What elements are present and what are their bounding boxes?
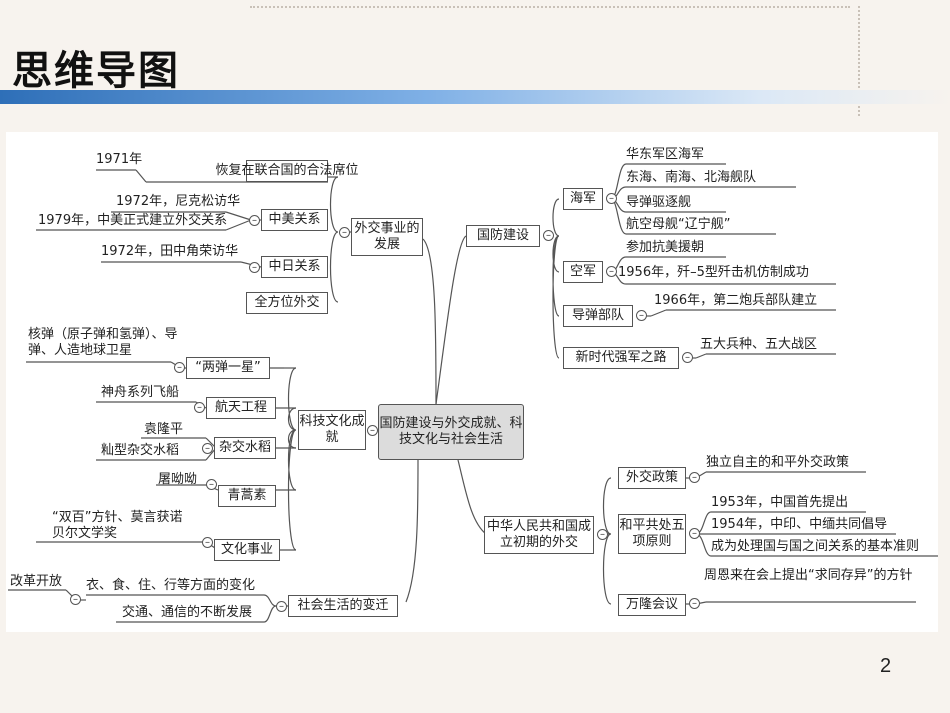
leaf-qinghao: 屠呦呦 <box>158 472 198 487</box>
collapse-icon[interactable]: – <box>202 537 213 548</box>
collapse-icon[interactable]: – <box>606 266 617 277</box>
collapse-icon[interactable]: – <box>543 230 554 241</box>
center-topic[interactable]: 国防建设与外交成就、科技文化与社会生活 <box>378 404 524 460</box>
leaf-air-2: 1956年，歼–5型歼击机仿制成功 <box>618 265 809 280</box>
leaf-japan-1: 1972年，田中角荣访华 <box>101 244 239 259</box>
node-five-principles[interactable]: 和平共处五项原则 <box>618 514 686 554</box>
collapse-icon[interactable]: – <box>636 310 647 321</box>
leaf-newera-1: 五大兵种、五大战区 <box>700 337 818 352</box>
branch-science[interactable]: 科技文化成就 <box>298 410 366 450</box>
leaf-policy: 独立自主的和平外交政策 <box>706 455 850 470</box>
collapse-icon[interactable]: – <box>339 227 350 238</box>
leaf-us-2: 1979年，中美正式建立外交关系 <box>38 213 228 228</box>
collapse-icon[interactable]: – <box>682 352 693 363</box>
leaf-space: 神舟系列飞船 <box>101 385 180 400</box>
connector-lines <box>8 163 938 623</box>
node-culture[interactable]: 文化事业 <box>214 539 280 561</box>
leaf-society-2: 交通、通信的不断发展 <box>122 605 253 620</box>
branch-defense[interactable]: 国防建设 <box>466 225 540 247</box>
node-all-round[interactable]: 全方位外交 <box>246 292 328 314</box>
branch-society[interactable]: 社会生活的变迁 <box>288 595 398 617</box>
collapse-icon[interactable]: – <box>70 594 81 605</box>
node-hybrid-rice[interactable]: 杂交水稻 <box>214 437 276 459</box>
collapse-icon[interactable]: – <box>202 443 213 454</box>
collapse-icon[interactable]: – <box>367 425 378 436</box>
collapse-icon[interactable]: – <box>606 193 617 204</box>
leaf-society-1: 衣、食、住、行等方面的变化 <box>86 578 256 593</box>
collapse-icon[interactable]: – <box>689 528 700 539</box>
leaf-reform: 改革开放 <box>10 574 63 589</box>
collapse-icon[interactable]: – <box>249 215 260 226</box>
leaf-five-1: 1953年，中国首先提出 <box>711 495 849 510</box>
title-gradient-bar <box>0 90 950 104</box>
leaf-culture: “双百”方针、莫言获诺贝尔文学奖 <box>52 510 183 541</box>
leaf-navy-3: 导弹驱逐舰 <box>626 195 692 210</box>
leaf-navy-1: 华东军区海军 <box>626 147 705 162</box>
leaf-navy-2: 东海、南海、北海舰队 <box>626 170 757 185</box>
leaf-un-year: 1971年 <box>96 152 143 167</box>
collapse-icon[interactable]: – <box>689 598 700 609</box>
page-number: 2 <box>880 655 892 677</box>
node-new-era[interactable]: 新时代强军之路 <box>563 347 679 369</box>
leaf-navy-4: 航空母舰“辽宁舰” <box>626 217 731 232</box>
collapse-icon[interactable]: – <box>249 262 260 273</box>
decor-dotted-line-top <box>250 6 850 10</box>
collapse-icon[interactable]: – <box>689 472 700 483</box>
leaf-five-2: 1954年，中印、中缅共同倡导 <box>711 517 888 532</box>
slide-title: 思维导图 <box>12 48 180 94</box>
collapse-icon[interactable]: – <box>597 529 608 540</box>
node-sino-japan[interactable]: 中日关系 <box>261 256 328 278</box>
node-foreign-policy[interactable]: 外交政策 <box>618 467 686 489</box>
node-air-force[interactable]: 空军 <box>563 261 603 283</box>
decor-dotted-line-right <box>858 6 862 116</box>
node-navy[interactable]: 海军 <box>563 188 603 210</box>
node-sino-us[interactable]: 中美关系 <box>261 209 328 231</box>
collapse-icon[interactable]: – <box>174 362 185 373</box>
branch-early-diplomacy[interactable]: 中华人民共和国成立初期的外交 <box>484 516 594 554</box>
node-bandung[interactable]: 万隆会议 <box>618 594 686 616</box>
node-un-seat[interactable]: 恢复在联合国的合法席位 <box>216 160 359 182</box>
leaf-us-1: 1972年，尼克松访华 <box>116 194 241 209</box>
node-two-bombs[interactable]: “两弹一星” <box>186 357 270 379</box>
mind-map-panel: 国防建设与外交成就、科技文化与社会生活 外交事业的发展 – 恢复在联合国的合法席… <box>6 132 938 632</box>
collapse-icon[interactable]: – <box>276 601 287 612</box>
leaf-five-3: 成为处理国与国之间关系的基本准则 <box>711 539 920 554</box>
node-missile-force[interactable]: 导弹部队 <box>563 305 633 327</box>
node-artemisinin[interactable]: 青蒿素 <box>218 485 276 507</box>
node-space[interactable]: 航天工程 <box>206 397 276 419</box>
leaf-missile-1: 1966年，第二炮兵部队建立 <box>654 293 818 308</box>
leaf-rice-2: 籼型杂交水稻 <box>101 443 180 458</box>
collapse-icon[interactable]: – <box>206 479 217 490</box>
branch-diplomacy[interactable]: 外交事业的发展 <box>351 218 423 256</box>
collapse-icon[interactable]: – <box>194 402 205 413</box>
leaf-rice-1: 袁隆平 <box>144 422 184 437</box>
leaf-bandung: 周恩来在会上提出“求同存异”的方针 <box>704 568 913 583</box>
leaf-air-1: 参加抗美援朝 <box>626 240 705 255</box>
leaf-two-bombs: 核弹（原子弹和氢弹）、导弹、人造地球卫星 <box>28 327 178 358</box>
